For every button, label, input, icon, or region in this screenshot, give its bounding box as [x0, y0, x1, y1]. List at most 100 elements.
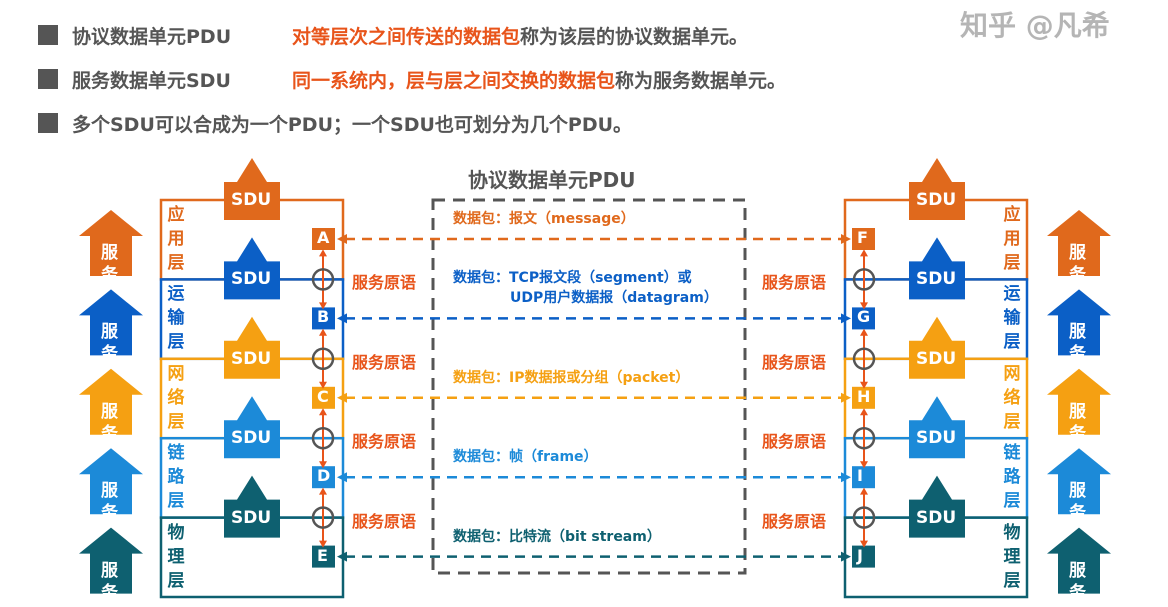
left-service-label: 服 — [101, 322, 118, 343]
left-layer-name: 链路层 — [167, 443, 185, 512]
bullet-square-icon — [38, 25, 58, 45]
right-point-box — [852, 466, 875, 489]
bullet-pdu: 协议数据单元PDU 对等层次之间传送的数据包称为该层的协议数据单元。 — [38, 20, 748, 50]
arrow-head-icon — [860, 408, 868, 416]
right-point-box — [852, 545, 875, 568]
right-sdu-arrow-icon — [909, 158, 965, 220]
right-point-label: F — [857, 228, 868, 247]
right-primitive-label: 服务原语 — [762, 273, 827, 293]
right-point-label: J — [857, 545, 863, 565]
right-layer-name: 应用层 — [1003, 205, 1021, 273]
arrow-head-icon — [319, 408, 327, 416]
right-sdu-label: SDU — [916, 428, 957, 449]
arrow-head-icon — [860, 249, 868, 257]
left-service-arrow-icon — [79, 210, 143, 276]
arrow-head-icon — [841, 313, 851, 324]
right-service-label: 服 — [1069, 401, 1086, 422]
arrow-head-icon — [319, 302, 327, 310]
arrow-head-icon — [337, 313, 347, 324]
bullet-combine: 多个SDU可以合成为一个PDU；一个SDU也可划分为几个PDU。 — [38, 108, 632, 138]
right-sdu-arrow-icon — [909, 237, 965, 300]
bullet-sdu: 服务数据单元SDU 同一系统内，层与层之间交换的数据包称为服务数据单元。 — [38, 64, 786, 94]
right-layer-name: 链路层 — [1003, 443, 1021, 512]
arrow-head-icon — [319, 381, 327, 389]
right-point-label: G — [857, 307, 871, 327]
right-service-arrow-icon — [1047, 289, 1111, 356]
left-sap-circle — [311, 268, 335, 291]
arrow-head-icon — [337, 551, 347, 562]
bullet-highlight: 对等层次之间传送的数据包 — [292, 25, 521, 48]
left-point-label: D — [317, 466, 331, 486]
arrow-head-icon — [337, 472, 347, 483]
left-point-label: B — [317, 307, 330, 327]
right-layer-name: 网络层 — [1003, 363, 1021, 432]
left-service-label: 服 — [101, 560, 118, 581]
left-service-label: 服 — [101, 481, 118, 502]
right-service-label: 务 — [1069, 265, 1086, 285]
left-service-label: 务 — [101, 423, 118, 444]
right-service-arrow-icon — [1047, 368, 1111, 435]
right-sdu-arrow-icon — [909, 475, 965, 538]
left-service-arrow-icon — [79, 289, 143, 356]
right-sdu-label: SDU — [916, 507, 957, 528]
left-layer-name: 网络层 — [167, 363, 185, 432]
left-service-label: 服 — [101, 243, 118, 263]
right-service-arrow-icon — [1047, 527, 1111, 594]
left-service-arrow-icon — [79, 368, 143, 435]
left-service-label: 务 — [101, 344, 118, 365]
right-point-label: H — [857, 386, 871, 406]
left-point-box — [312, 466, 335, 489]
arrow-head-icon — [860, 487, 868, 495]
left-sap-circle — [311, 506, 335, 529]
right-primitive-label: 服务原语 — [762, 352, 827, 372]
bullet-highlight: 同一系统内，层与层之间交换的数据包 — [292, 69, 616, 92]
right-service-label: 服 — [1069, 481, 1086, 502]
right-service-arrow-icon — [1047, 448, 1111, 515]
left-sdu-arrow-icon — [224, 237, 280, 300]
right-sdu-arrow-icon — [909, 396, 965, 459]
right-service-label: 务 — [1069, 344, 1086, 365]
right-sap-circle — [852, 347, 876, 371]
left-sdu-arrow-icon — [224, 316, 280, 379]
right-sdu-arrow-icon — [909, 316, 965, 379]
bullet-term: 服务数据单元SDU — [72, 69, 231, 92]
arrow-head-icon — [337, 234, 347, 244]
left-point-box — [312, 228, 335, 250]
arrow-head-icon — [319, 487, 327, 495]
pdu-title: 协议数据单元PDU — [468, 168, 636, 192]
left-sdu-label: SDU — [231, 190, 272, 210]
left-primitive-label: 服务原语 — [352, 352, 417, 372]
left-sdu-arrow-icon — [224, 396, 280, 459]
left-point-box — [312, 545, 335, 568]
arrow-head-icon — [860, 302, 868, 310]
right-sdu-label: SDU — [916, 190, 957, 210]
arrow-head-icon — [841, 234, 851, 244]
arrow-head-icon — [841, 472, 851, 483]
right-sap-circle — [852, 426, 876, 450]
bullet-text: 称为服务数据单元。 — [615, 69, 787, 92]
right-service-label: 务 — [1069, 423, 1086, 444]
arrow-head-icon — [860, 328, 868, 336]
right-layer-name: 物理层 — [1003, 522, 1021, 591]
bullet-text: 称为该层的协议数据单元。 — [520, 25, 749, 48]
left-primitive-label: 服务原语 — [352, 432, 417, 452]
right-sdu-label: SDU — [916, 348, 957, 369]
right-service-arrow-icon — [1047, 210, 1111, 276]
bullet-term: 协议数据单元PDU — [72, 25, 232, 48]
right-point-label: I — [857, 466, 863, 486]
arrow-head-icon — [841, 392, 851, 403]
pdu-packet-label: 数据包：TCP报文段（segment）或 — [453, 270, 692, 287]
pdu-packet-label: 数据包：比特流（bit stream） — [453, 528, 661, 545]
arrow-head-icon — [841, 551, 851, 562]
right-point-box — [852, 228, 875, 250]
pdu-dashed-box — [431, 198, 747, 575]
left-sdu-arrow-icon — [224, 475, 280, 538]
right-point-box — [852, 307, 875, 330]
right-sap-circle — [852, 268, 876, 291]
left-sdu-arrow-icon — [224, 158, 280, 220]
bullet-square-icon — [38, 69, 58, 89]
left-service-label: 务 — [101, 503, 118, 524]
watermark: 知乎 @凡希 — [960, 9, 1110, 42]
left-sdu-label: SDU — [231, 269, 272, 290]
